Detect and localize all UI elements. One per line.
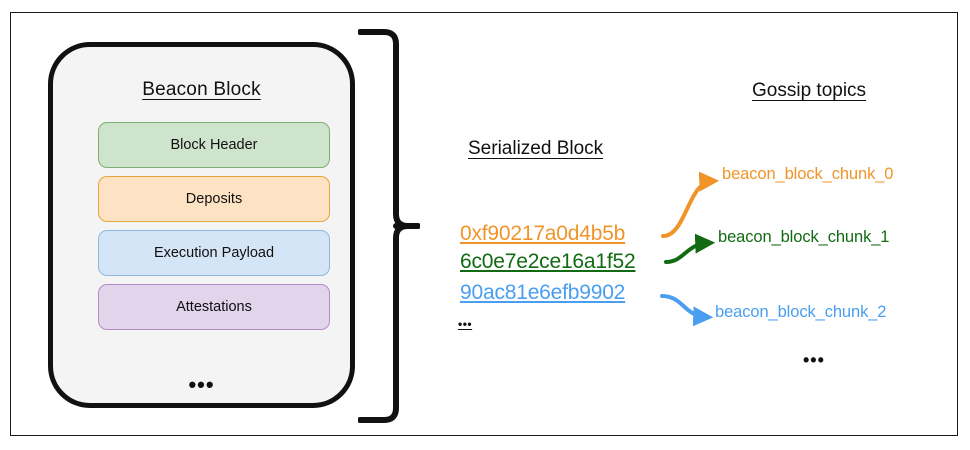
beacon-block-ellipsis: ••• [188, 372, 215, 397]
gossip-topic-0: beacon_block_chunk_0 [722, 165, 894, 183]
serialized-block-title: Serialized Block [468, 138, 604, 159]
beacon-field-block-header: Block Header [98, 122, 330, 168]
gossip-topics-ellipsis: ••• [803, 350, 825, 370]
serialized-chunk-0: 0xf90217a0d4b5b [460, 222, 626, 245]
curly-brace-icon [358, 29, 420, 423]
gossip-topics-title: Gossip topics [752, 80, 867, 101]
gossip-topic-2: beacon_block_chunk_2 [715, 303, 887, 321]
beacon-block-card: Beacon Block Block Header Deposits Execu… [48, 42, 355, 408]
serialized-block-ellipsis: ••• [458, 317, 473, 331]
beacon-block-title: Beacon Block [142, 79, 261, 100]
beacon-field-label: Deposits [185, 191, 243, 207]
beacon-field-label: Attestations [176, 299, 252, 315]
serialized-chunk-1: 6c0e7e2ce16a1f52 [460, 250, 636, 273]
beacon-field-execution-payload: Execution Payload [98, 230, 330, 276]
beacon-field-label: Execution Payload [153, 245, 275, 261]
beacon-field-attestations: Attestations [98, 284, 330, 330]
page-border [10, 12, 958, 436]
beacon-field-deposits: Deposits [98, 176, 330, 222]
gossip-topic-1: beacon_block_chunk_1 [718, 228, 890, 246]
serialized-chunk-2: 90ac81e6efb9902 [460, 281, 626, 304]
beacon-field-label: Block Header [170, 137, 258, 153]
